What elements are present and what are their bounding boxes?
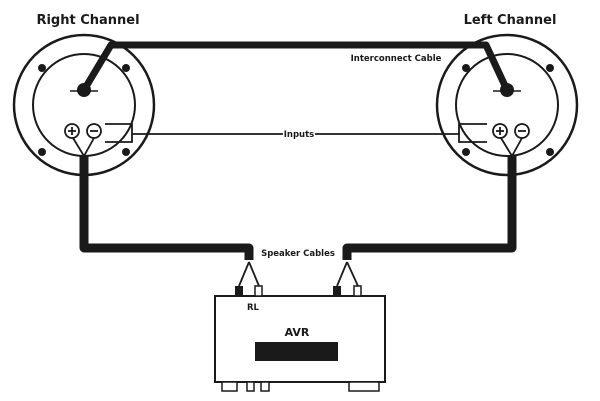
interconnect-cable-label: Interconnect Cable (351, 54, 442, 64)
avr-label: AVR (285, 326, 310, 339)
negative-terminal-icon (514, 123, 530, 139)
input-jack-icon (77, 83, 91, 97)
positive-terminal-icon (64, 123, 80, 139)
rl-label: RL (247, 303, 260, 313)
right-speaker-cable (79, 156, 260, 287)
screw-icon (462, 64, 470, 72)
input-jack-icon (500, 83, 514, 97)
terminal-black (333, 286, 341, 296)
left-speaker (435, 33, 579, 177)
left-channel-label: Left Channel (464, 13, 557, 28)
speaker-cables-label: Speaker Cables (261, 249, 335, 259)
foot (246, 381, 255, 392)
screw-icon (546, 148, 554, 156)
positive-terminal-icon (492, 123, 508, 139)
left-speaker-cable (336, 156, 517, 287)
display-panel (255, 342, 338, 361)
interconnect-cable (80, 41, 511, 94)
right-speaker (12, 33, 156, 177)
screw-icon (38, 148, 46, 156)
screw-icon (462, 148, 470, 156)
right-channel-label: Right Channel (36, 13, 139, 28)
avr-receiver (214, 285, 386, 392)
screw-icon (38, 64, 46, 72)
terminal-black (235, 286, 243, 296)
inputs-label: Inputs (284, 130, 314, 140)
terminal-white (254, 285, 263, 297)
negative-terminal-icon (86, 123, 102, 139)
terminal-white (353, 285, 362, 297)
screw-icon (122, 64, 130, 72)
foot (260, 381, 270, 392)
foot (348, 381, 380, 392)
screw-icon (546, 64, 554, 72)
screw-icon (122, 148, 130, 156)
foot (221, 381, 238, 392)
